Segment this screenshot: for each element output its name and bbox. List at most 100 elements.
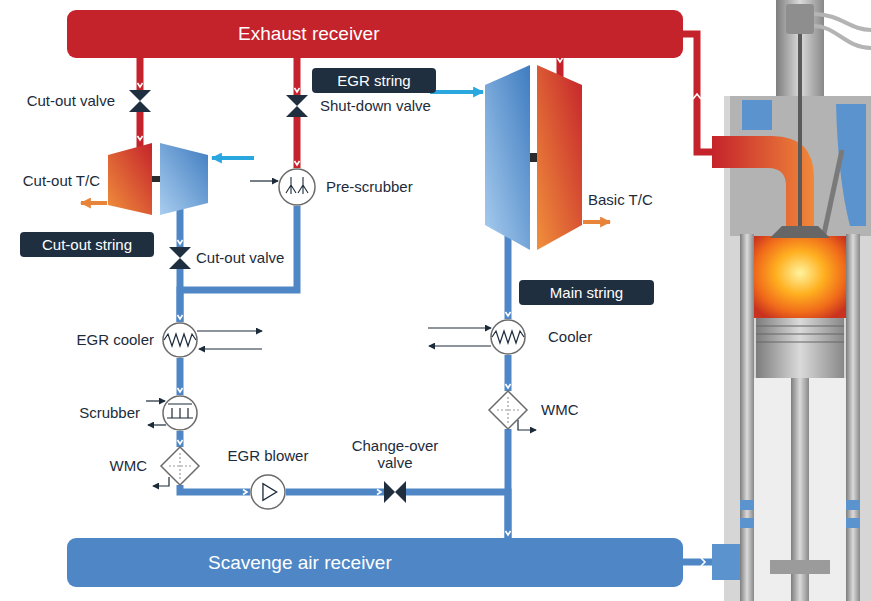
label-group: Pre-scrubber <box>326 178 413 195</box>
label-group: EGR blower <box>228 447 309 464</box>
blower-symbol-outline <box>250 474 286 510</box>
pipe-group <box>140 58 560 538</box>
combustion-flame <box>754 236 846 318</box>
component-label: EGR cooler <box>76 331 154 348</box>
cylinder-liner <box>846 234 860 601</box>
pipe <box>557 58 564 65</box>
cooler-symbol-outline <box>162 322 198 358</box>
string-name: Main string <box>550 284 623 301</box>
wmc-symbol: WMC <box>489 391 527 429</box>
stuffing-box <box>770 560 830 574</box>
pipe <box>294 58 301 95</box>
wmc-diamond <box>161 447 199 485</box>
scrubber-trays <box>167 404 193 418</box>
string-tag: EGR string <box>312 68 436 93</box>
drain-arrow <box>148 424 166 425</box>
string-tag: Main string <box>519 280 654 305</box>
label-group: Cut-out valve <box>196 249 284 266</box>
shaft <box>152 176 160 182</box>
pipe <box>406 492 508 538</box>
cylinder-liner <box>740 234 754 601</box>
wmc-mesh <box>169 453 191 479</box>
valve-actuator <box>786 4 814 34</box>
pipe <box>505 429 512 538</box>
turbocharger-symbol-outline <box>485 65 582 250</box>
valve-symbol-outline <box>169 247 191 269</box>
turbocharger-symbol: Basic T/C <box>485 65 582 250</box>
wmc-symbol-outline <box>161 447 199 485</box>
turbine-wheel <box>537 65 582 250</box>
compressor-wheel <box>160 143 208 215</box>
water-arrow <box>428 327 491 328</box>
component-circle <box>491 320 525 354</box>
turbine-wheel <box>108 143 152 215</box>
pre-scrubber-symbol-outline <box>278 168 316 206</box>
air-inlet-arrow <box>212 156 254 160</box>
cooler-coil <box>492 331 524 343</box>
scavenge-box <box>712 544 740 580</box>
valve-half <box>129 90 151 101</box>
turbocharger-symbol-outline <box>108 143 208 215</box>
compressor-wheel <box>485 65 530 250</box>
valve-half <box>129 101 151 112</box>
component-label: Pre-scrubber <box>326 178 413 195</box>
component-label: Change-over valve <box>347 437 443 472</box>
pipe <box>180 485 250 492</box>
wmc-symbol-outline <box>489 391 527 429</box>
receiver-band: Exhaust receiver <box>67 10 683 58</box>
wmc-symbol: WMC <box>161 447 199 485</box>
cooler-symbol-outline <box>490 319 526 355</box>
fuel-injector <box>824 150 842 234</box>
air-inlet-arrow <box>430 90 483 94</box>
scrubber-symbol-outline <box>162 395 198 431</box>
pipe <box>177 358 184 395</box>
pipe <box>177 215 184 247</box>
water-arrow <box>199 348 262 349</box>
pre-scrubber-symbol: Pre-scrubber <box>278 168 316 206</box>
label-group: Change-over valve <box>347 437 443 472</box>
drain-arrow <box>153 477 169 486</box>
drain-arrow <box>518 420 536 430</box>
component-label: Scrubber <box>79 404 140 421</box>
component-label: WMC <box>110 457 148 474</box>
valve-symbol: Cut-out valve <box>129 90 151 112</box>
pipe <box>294 117 301 168</box>
piston-rings <box>756 326 844 342</box>
turbocharger-symbol: Cut-out T/C <box>108 143 208 215</box>
exhaust-outlet-arrow <box>81 201 107 205</box>
valve-symbol: Change-over valve <box>384 481 406 503</box>
wmc-diamond <box>489 391 527 429</box>
cooler-symbol: Cooler <box>490 319 526 355</box>
valve-half <box>384 481 395 503</box>
cylinder-bore <box>754 378 846 601</box>
blower-triangle <box>263 484 277 501</box>
scavenge-port <box>846 518 860 528</box>
flow-arrow <box>693 94 701 99</box>
piston <box>756 318 844 378</box>
component-circle <box>251 475 285 509</box>
blower-symbol: EGR blower <box>250 474 286 510</box>
cooler-symbol: EGR cooler <box>162 322 198 358</box>
string-tag: Cut-out string <box>20 232 154 257</box>
label-group: Cut-out valve <box>27 92 115 109</box>
valve-half <box>286 95 308 106</box>
hydraulic-pipe <box>814 26 871 48</box>
component-label: Shut-down valve <box>320 97 431 114</box>
valve-half <box>395 481 406 503</box>
spray-nozzle <box>298 177 308 194</box>
pipe <box>286 489 384 496</box>
scavenge-port <box>740 500 754 510</box>
label-group: WMC <box>541 401 579 418</box>
receiver-name: Exhaust receiver <box>238 23 380 45</box>
receiver-band: Scavenge air receiver <box>67 538 683 587</box>
cooler-coil <box>164 334 196 346</box>
water-arrow <box>146 400 165 401</box>
valve-symbol-outline <box>384 481 406 503</box>
component-label: Cut-out T/C <box>23 172 100 189</box>
valve-half <box>169 258 191 269</box>
component-label: Cut-out valve <box>196 249 284 266</box>
component-circle <box>279 169 315 205</box>
label-group: WMC <box>110 457 148 474</box>
pipe <box>505 250 512 319</box>
